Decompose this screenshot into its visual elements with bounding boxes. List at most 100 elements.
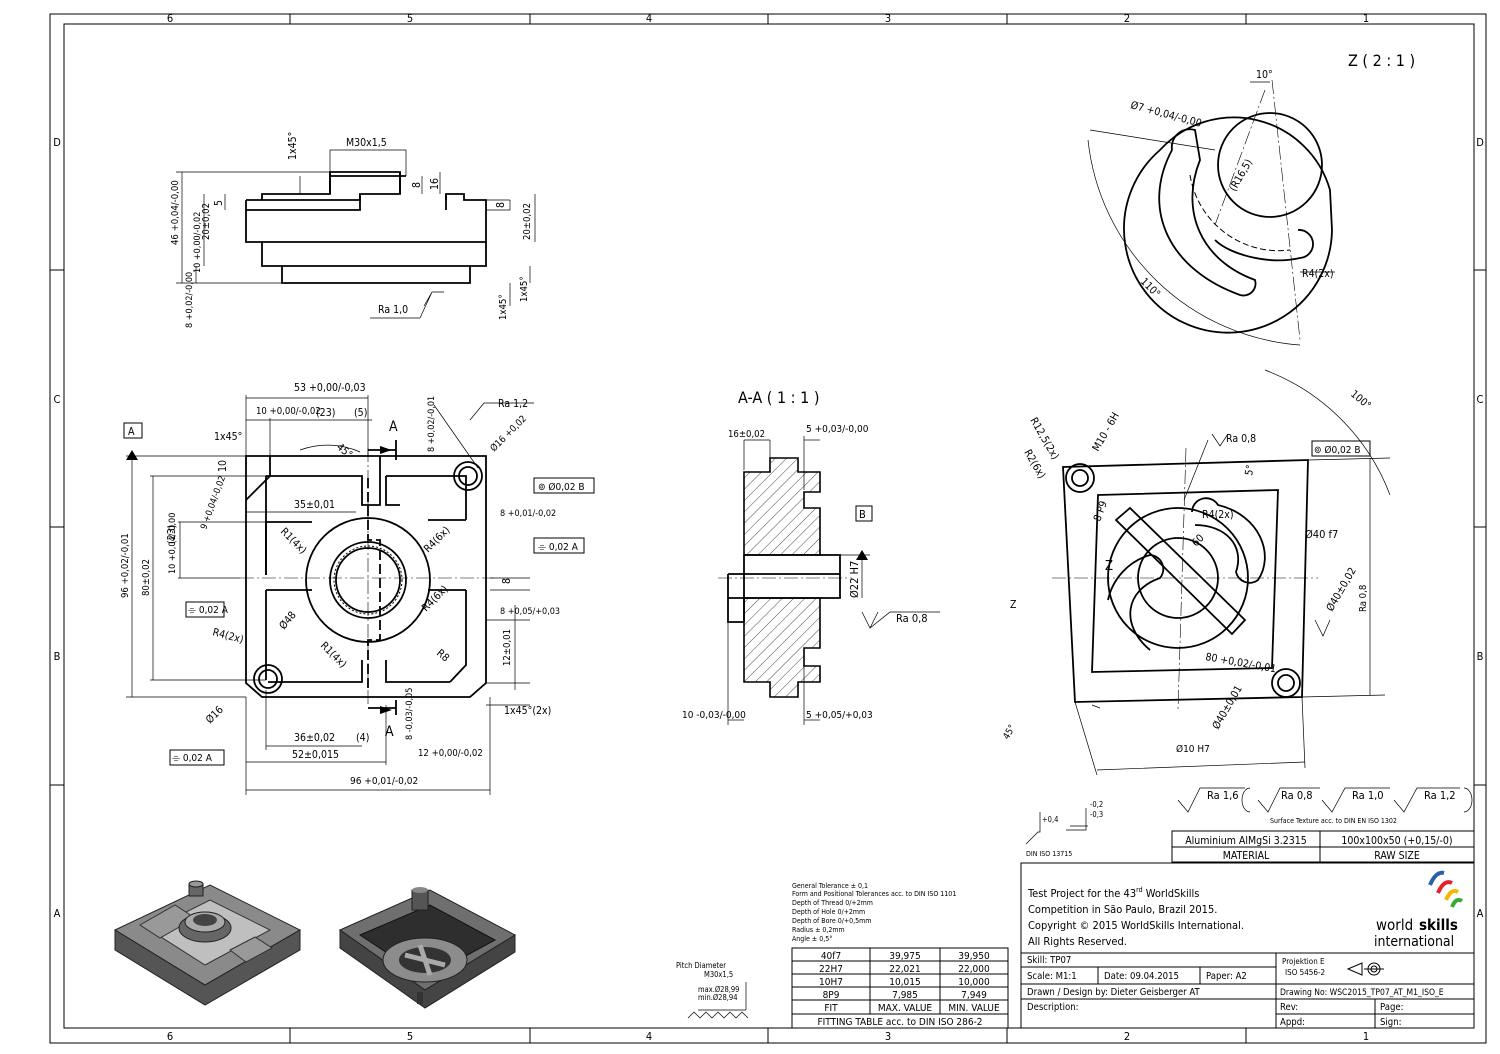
dim: (4): [356, 732, 369, 744]
dim: 8 +0,01/-0,02: [500, 509, 556, 519]
isometric-render-top: [113, 880, 302, 1006]
isometric-render-bottom: [338, 887, 517, 1009]
fit-cell: 22H7: [819, 964, 843, 975]
dim: 5 +0,03/-0,00: [806, 424, 869, 435]
surface-symbol: Ra 1,6: [1207, 789, 1239, 802]
description: Description:: [1027, 1002, 1079, 1013]
dim: 5: [213, 200, 225, 206]
dim: (23): [166, 525, 178, 544]
row-label: B: [54, 650, 61, 663]
project-line-2: Competition in São Paulo, Brazil 2015.: [1028, 903, 1217, 916]
material-box: Aluminium AlMgSi 3.2315 100x100x50 (+0,1…: [1171, 830, 1475, 863]
front-view: M30x1,5 1x45° 8 16 5 8 20±0,02 46 +0,04/…: [170, 132, 536, 328]
dim-diameter: Ø16: [204, 704, 226, 726]
edge-value: -0,2: [1090, 800, 1103, 809]
skill: Skill: TP07: [1027, 955, 1071, 966]
tolerance-frame: ⌯ 0,02 A: [188, 605, 229, 616]
date: Date: 09.04.2015: [1104, 971, 1179, 982]
project-line-1-sup: rd: [1136, 886, 1142, 894]
row-label: B: [1477, 650, 1484, 663]
col-label: 2: [1124, 12, 1130, 25]
section-title: A-A ( 1 : 1 ): [738, 388, 819, 407]
dim: 96 +0,01/-0,02: [350, 776, 418, 787]
dim-angle: 100°: [1348, 388, 1373, 412]
fit-cell: 22,000: [958, 964, 990, 975]
revision: Rev:: [1280, 1002, 1298, 1013]
drawing-number: Drawing No: WSC2015_TP07_AT_M1_ISO_E: [1280, 988, 1444, 998]
dim: 10 +0,04/-0,00: [168, 513, 178, 574]
pitch-min: min.Ø28,94: [698, 993, 738, 1002]
dim: 8: [495, 202, 507, 208]
dim-angle: 45°: [334, 441, 355, 461]
note-line: General Tolerance ± 0,1: [792, 882, 868, 890]
note-line: Depth of Thread 0/+2mm: [792, 899, 873, 907]
projection: Projektion E: [1282, 957, 1325, 966]
project-line-1-a: Test Project for the 43: [1027, 887, 1136, 900]
col-label: 4: [646, 12, 652, 25]
edge-value: -0,3: [1090, 810, 1103, 819]
row-label: D: [53, 136, 61, 149]
raw-size-value: 100x100x50 (+0,15/-0): [1341, 835, 1452, 847]
col-label: 6: [167, 1030, 173, 1043]
drawing-frame: 6 5 4 3 2 1 6 5 4 3 2 1 D C B A D C B A: [49, 12, 1487, 1044]
tolerance-frame: ⊚ Ø0,02 B: [1314, 444, 1361, 456]
dim: 8: [411, 182, 423, 188]
fit-header: MAX. VALUE: [878, 1003, 933, 1014]
fit-cell: 10,000: [958, 977, 990, 988]
dim: 16±0,02: [728, 429, 765, 440]
col-label: 1: [1363, 12, 1369, 25]
dim: 8 -0,03/-0,05: [405, 688, 415, 740]
bottom-view: R12,5(2x) M10 - 6H Ra 0,8 ⊚ Ø0,02 B R2(6…: [1001, 369, 1391, 776]
drawn-by: Drawn / Design by: Dieter Geisberger AT: [1027, 987, 1200, 998]
dim: 80±0,02: [141, 559, 152, 596]
dim-angle: 80 +0,02/-0,01: [1204, 651, 1277, 675]
dim-chamfer: 1x45°: [214, 431, 242, 443]
dim-diameter: Z: [1010, 599, 1017, 611]
dim-radius: R8: [434, 647, 451, 664]
dim: 8 +0,05/+0,03: [500, 607, 560, 617]
dim-thread: M30x1,5: [346, 137, 387, 149]
dim: Ra 0,8: [1358, 585, 1369, 612]
dim-radius: R1(4x): [278, 526, 309, 557]
logo-international: international: [1374, 934, 1454, 950]
logo-skills: skills: [1419, 916, 1458, 934]
dim-diameter: Ø48: [277, 609, 299, 632]
pitch-max: max.Ø28,99: [698, 985, 739, 994]
dim-hole: Ø16 +0,02: [488, 413, 529, 454]
section-marker: A: [389, 419, 398, 435]
fit-table: 40f7 39,975 39,950 22H7 22,021 22,000 10…: [791, 947, 1009, 1029]
surface-roughness: Ra 1,0: [378, 304, 408, 316]
row-label: A: [54, 907, 61, 920]
dim-diameter: Ø40 f7: [1305, 528, 1338, 541]
sign: Sign:: [1380, 1017, 1402, 1028]
dim-bore: Ø40±0,01: [1210, 684, 1245, 732]
material-label: MATERIAL: [1223, 850, 1270, 862]
surface-symbol: Ra 1,2: [1424, 789, 1456, 802]
surface-roughness: Ø40±0,02: [1324, 566, 1359, 614]
dim-bore: Ø22 H7: [848, 561, 861, 598]
pitch-thread: M30x1,5: [704, 970, 733, 979]
dim-chamfer: 1x45°: [498, 294, 509, 320]
dim: 12 +0,00/-0,02: [418, 748, 483, 759]
page: Page:: [1380, 1002, 1404, 1013]
detail-title: Z ( 2 : 1 ): [1348, 51, 1415, 70]
project-line-3: Copyright © 2015 WorldSkills Internation…: [1028, 919, 1244, 932]
dim-radius: (R16,5): [1227, 157, 1255, 193]
dim: 10 -0,03/-0,00: [682, 710, 746, 721]
top-view: 53 +0,00/-0,03 10 +0,00/-0,02 (23) (5) 1…: [120, 382, 868, 795]
note-line: Angle ± 0,5°: [792, 935, 832, 943]
title-block: Test Project for the 43rd WorldSkills Co…: [1020, 862, 1475, 1029]
dim: 52±0,015: [292, 749, 339, 761]
fit-cell: 40f7: [821, 951, 841, 962]
row-label: D: [1476, 136, 1484, 149]
dim-radius: R1(4x): [318, 640, 349, 671]
fit-cell: 39,975: [889, 951, 920, 962]
tolerance-frame: ⌯ 0,02 A: [538, 542, 579, 553]
section-marker: A: [385, 724, 394, 740]
col-label: 5: [407, 12, 413, 25]
edge-value: +0,4: [1042, 815, 1058, 824]
dim: 10 +0,00/-0,02: [256, 406, 321, 417]
fit-cell: 8P9: [823, 990, 840, 1001]
worldskills-logo: world skills international: [1374, 870, 1464, 950]
